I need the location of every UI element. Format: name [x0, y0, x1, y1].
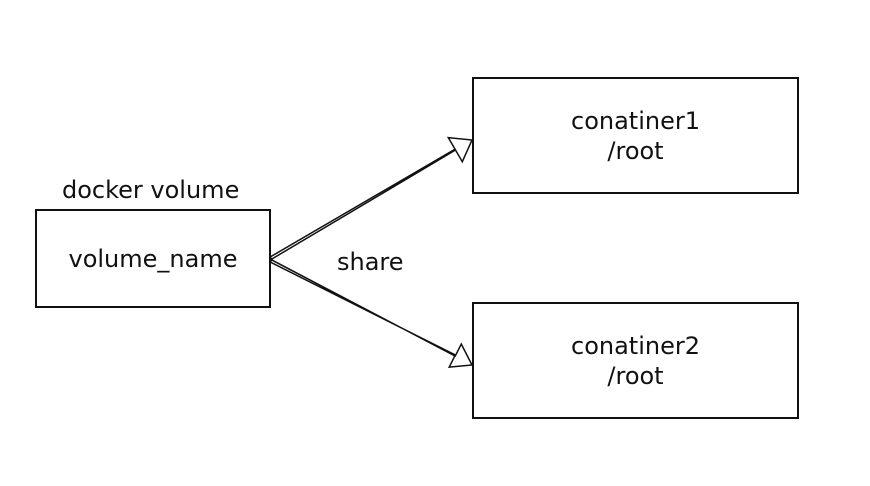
share-arrow-to-container2 — [269, 258, 474, 368]
share-arrow-to-container1 — [269, 136, 474, 261]
container2-box: conatiner2 /root — [472, 302, 799, 419]
container2-path: /root — [607, 361, 664, 390]
container1-path: /root — [607, 136, 664, 165]
container2-name: conatiner2 — [571, 331, 700, 360]
container1-name: conatiner1 — [571, 106, 700, 135]
volume-caption: docker volume — [62, 176, 240, 204]
container1-box: conatiner1 /root — [472, 77, 799, 194]
volume-box: volume_name — [35, 209, 271, 308]
volume-name: volume_name — [68, 244, 238, 273]
share-label: share — [337, 248, 404, 276]
